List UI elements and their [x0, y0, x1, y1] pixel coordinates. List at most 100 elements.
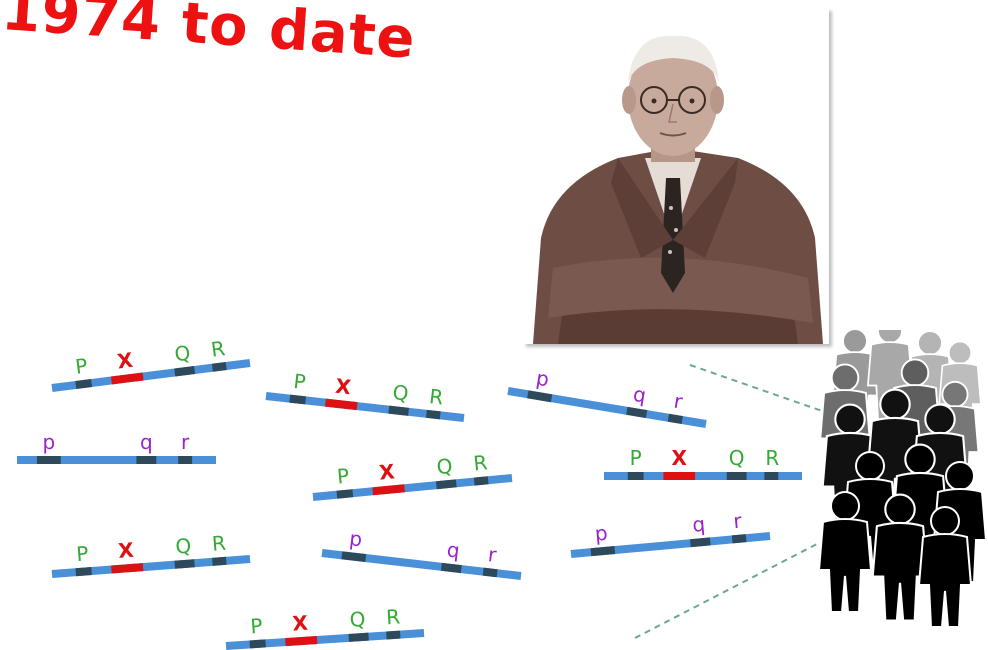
link-line-upper: [689, 364, 849, 421]
chromosome-bar: [265, 392, 465, 422]
marker-band: [764, 472, 779, 480]
marker-band: [527, 390, 553, 403]
locus-label: Q: [173, 340, 192, 366]
locus-label: p: [348, 526, 363, 551]
locus-label: R: [210, 336, 227, 362]
locus-label: Q: [175, 533, 193, 558]
marker-band: [212, 556, 227, 566]
marker-band: [473, 476, 489, 486]
variant-label: X: [116, 348, 135, 374]
variant-label: X: [334, 374, 353, 400]
marker-band: [36, 456, 61, 464]
locus-label: P: [250, 614, 264, 639]
locus-label: r: [732, 508, 743, 533]
variant-label: X: [292, 611, 310, 636]
variant-band: [372, 484, 405, 496]
marker-band: [731, 534, 747, 544]
marker-band: [425, 409, 441, 420]
marker-band: [174, 559, 195, 569]
portrait-photo: [523, 8, 829, 344]
person-figure: [917, 506, 973, 628]
chromosome-bar: [312, 474, 513, 501]
locus-label: Q: [436, 454, 454, 479]
link-line-lower: [634, 527, 849, 639]
locus-label: p: [534, 366, 550, 392]
locus-label: R: [211, 531, 227, 556]
chromosome-normal: p q r: [321, 526, 522, 580]
locus-label: q: [631, 382, 647, 408]
marker-band: [249, 639, 266, 649]
locus-label: P: [75, 541, 89, 566]
locus-label: R: [765, 446, 779, 470]
variant-label: X: [117, 538, 135, 563]
person-figure: [871, 493, 929, 622]
chromosome-bar: [604, 472, 802, 480]
marker-band: [211, 362, 227, 372]
marker-band: [726, 472, 747, 480]
locus-label: P: [74, 353, 89, 378]
locus-label: r: [672, 389, 685, 414]
locus-label: p: [42, 430, 55, 454]
variant-band: [285, 636, 318, 647]
marker-band: [627, 472, 644, 480]
chromosome-bar: [51, 359, 251, 392]
marker-band: [178, 456, 193, 464]
locus-label: q: [691, 512, 706, 537]
locus-label: q: [140, 430, 153, 454]
marker-band: [75, 379, 93, 389]
chromosome-bar: [507, 387, 707, 428]
chromosome-normal: p q r: [17, 430, 216, 464]
marker-band: [626, 406, 648, 419]
marker-band: [482, 567, 498, 578]
marker-band: [75, 567, 92, 577]
variant-label: X: [672, 446, 688, 470]
marker-band: [289, 394, 307, 405]
marker-band: [440, 562, 462, 574]
chromosome-bar: [570, 532, 771, 558]
marker-band: [348, 632, 369, 642]
crowd-of-people-icon: [817, 330, 985, 628]
marker-band: [667, 413, 683, 424]
variant-band: [663, 472, 696, 480]
locus-label: R: [385, 605, 401, 630]
person-figure: [817, 491, 873, 613]
locus-label: R: [428, 384, 445, 409]
locus-label: Q: [391, 380, 409, 406]
marker-band: [386, 630, 401, 640]
chromosome-bar: [321, 549, 522, 580]
variant-band: [110, 372, 144, 385]
variant-band: [324, 398, 358, 411]
marker-band: [435, 479, 457, 490]
chromosome-bar: [51, 555, 251, 578]
locus-label: Q: [729, 446, 745, 470]
marker-band: [590, 546, 616, 557]
chromosome-bar: [225, 629, 425, 650]
locus-label: q: [446, 537, 461, 562]
locus-label: r: [487, 542, 499, 567]
locus-label: R: [472, 450, 488, 475]
marker-band: [136, 456, 157, 464]
marker-band: [388, 405, 410, 416]
locus-label: P: [630, 446, 642, 470]
chromosome-bar: [17, 456, 216, 464]
locus-label: P: [292, 369, 307, 394]
marker-band: [336, 489, 354, 499]
locus-label: p: [594, 521, 609, 546]
locus-label: Q: [349, 607, 366, 632]
marker-band: [341, 551, 367, 563]
locus-label: P: [336, 464, 350, 489]
marker-band: [690, 537, 711, 548]
marker-band: [174, 366, 196, 377]
variant-band: [111, 563, 144, 574]
locus-label: r: [181, 430, 190, 454]
variant-label: X: [378, 459, 396, 484]
chromosome-normal: p q r: [570, 508, 771, 558]
